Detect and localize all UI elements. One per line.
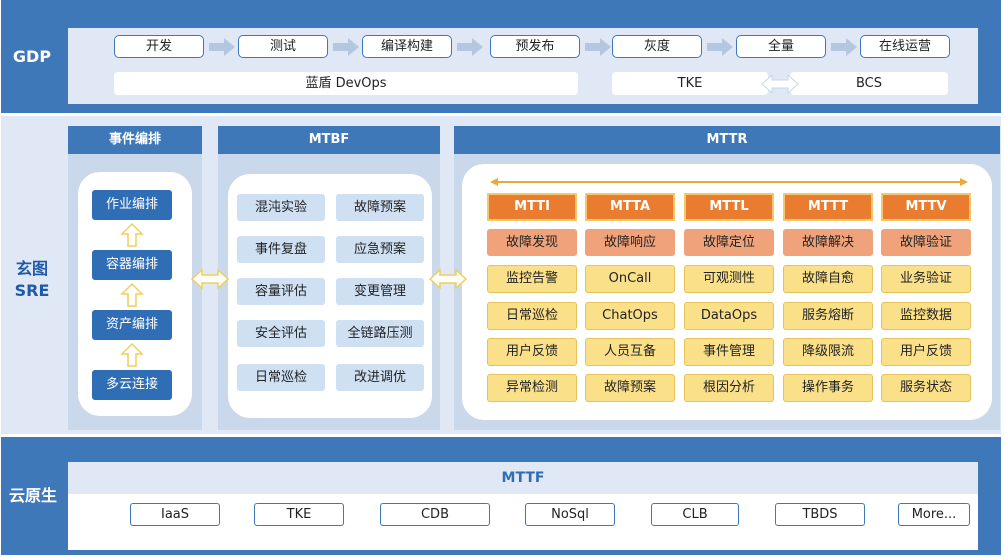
mtbf-right-1: 应急预案 <box>336 236 424 263</box>
mttr-first-2: 故障定位 <box>684 229 774 256</box>
cloud-item-5: TBDS <box>775 503 865 526</box>
mttr-item-0-2: 用户反馈 <box>487 338 577 366</box>
cloud-item-0: IaaS <box>130 503 220 526</box>
mtbf-mttr-double-arrow-icon <box>428 268 468 290</box>
stage-arrow-icon <box>457 38 483 56</box>
sre-label: 玄图 SRE <box>2 258 62 302</box>
up-arrow-icon <box>120 222 144 247</box>
cloud-item-3: NoSql <box>525 503 615 526</box>
mttr-item-4-0: 业务验证 <box>881 265 971 293</box>
mttr-item-1-0: OnCall <box>585 265 675 293</box>
mttr-item-1-3: 故障预案 <box>585 374 675 402</box>
mttr-item-4-2: 用户反馈 <box>881 338 971 366</box>
mttr-item-2-3: 根因分析 <box>684 374 774 402</box>
mttr-head-1: MTTA <box>585 193 675 221</box>
mtbf-right-0: 故障预案 <box>336 194 424 221</box>
orch-mtbf-double-arrow-icon <box>190 268 230 290</box>
stage-4: 灰度 <box>612 35 702 58</box>
mttr-first-0: 故障发现 <box>487 229 577 256</box>
mttr-head-2: MTTL <box>684 193 774 221</box>
stage-1: 测试 <box>238 35 328 58</box>
mttr-item-4-3: 服务状态 <box>881 374 971 402</box>
stage-arrow-icon <box>707 38 733 56</box>
bcs-bar: BCS <box>790 72 948 95</box>
tke-bcs-double-arrow-icon <box>761 73 799 95</box>
orchestration-item-3: 多云连接 <box>92 370 172 400</box>
mtbf-title: MTBF <box>218 126 440 154</box>
mtbf-right-2: 变更管理 <box>336 278 424 305</box>
mttr-item-1-1: ChatOps <box>585 302 675 330</box>
stage-arrow-icon <box>333 38 359 56</box>
stage-arrow-icon <box>585 38 611 56</box>
mttr-first-3: 故障解决 <box>783 229 873 256</box>
mttr-first-4: 故障验证 <box>881 229 971 256</box>
mttr-item-3-1: 服务熔断 <box>783 302 873 330</box>
cloud-item-2: CDB <box>380 503 490 526</box>
mtbf-left-4: 日常巡检 <box>237 364 325 391</box>
mttr-head-4: MTTV <box>881 193 971 221</box>
mttr-item-4-1: 监控数据 <box>881 302 971 330</box>
cloud-item-6: More... <box>898 503 970 526</box>
mttr-item-0-1: 日常巡检 <box>487 302 577 330</box>
up-arrow-icon <box>120 282 144 307</box>
stage-5: 全量 <box>736 35 826 58</box>
mttr-item-1-2: 人员互备 <box>585 338 675 366</box>
stage-0: 开发 <box>114 35 204 58</box>
mttr-item-2-1: DataOps <box>684 302 774 330</box>
mttr-item-2-2: 事件管理 <box>684 338 774 366</box>
mttr-first-1: 故障响应 <box>585 229 675 256</box>
orchestration-item-0: 作业编排 <box>92 190 172 220</box>
tke-bar: TKE <box>612 72 768 95</box>
stage-6: 在线运营 <box>860 35 950 58</box>
orchestration-item-1: 容器编排 <box>92 250 172 280</box>
stage-arrow-icon <box>831 38 857 56</box>
mtbf-left-2: 容量评估 <box>237 278 325 305</box>
orchestration-title: 事件编排 <box>68 126 202 154</box>
mtbf-left-1: 事件复盘 <box>237 236 325 263</box>
stage-3: 预发布 <box>490 35 580 58</box>
cloud-item-4: CLB <box>651 503 739 526</box>
mttr-item-3-2: 降级限流 <box>783 338 873 366</box>
mttr-item-0-0: 监控告警 <box>487 265 577 293</box>
stage-2: 编译构建 <box>362 35 452 58</box>
devops-bar: 蓝盾 DevOps <box>114 72 578 95</box>
mttr-range-line-icon <box>490 178 968 186</box>
cloud-item-1: TKE <box>254 503 344 526</box>
mttr-title: MTTR <box>454 126 1000 154</box>
mttf-title: MTTF <box>68 462 978 494</box>
cloud-label: 云原生 <box>8 486 57 505</box>
orchestration-item-2: 资产编排 <box>92 310 172 340</box>
mtbf-left-3: 安全评估 <box>237 320 325 347</box>
mttr-item-0-3: 异常检测 <box>487 374 577 402</box>
up-arrow-icon <box>120 342 144 367</box>
mttr-item-3-3: 操作事务 <box>783 374 873 402</box>
mttr-item-2-0: 可观测性 <box>684 265 774 293</box>
mtbf-right-3: 全链路压测 <box>336 320 424 347</box>
mtbf-left-0: 混沌实验 <box>237 194 325 221</box>
mttr-head-3: MTTT <box>783 193 873 221</box>
sre-label-line1: 玄图 <box>15 259 48 278</box>
gdp-label: GDP <box>12 47 52 66</box>
mtbf-right-4: 改进调优 <box>336 364 424 391</box>
mttr-head-0: MTTI <box>487 193 577 221</box>
stage-arrow-icon <box>209 38 235 56</box>
sre-label-line2: SRE <box>14 281 50 300</box>
mttr-item-3-0: 故障自愈 <box>783 265 873 293</box>
